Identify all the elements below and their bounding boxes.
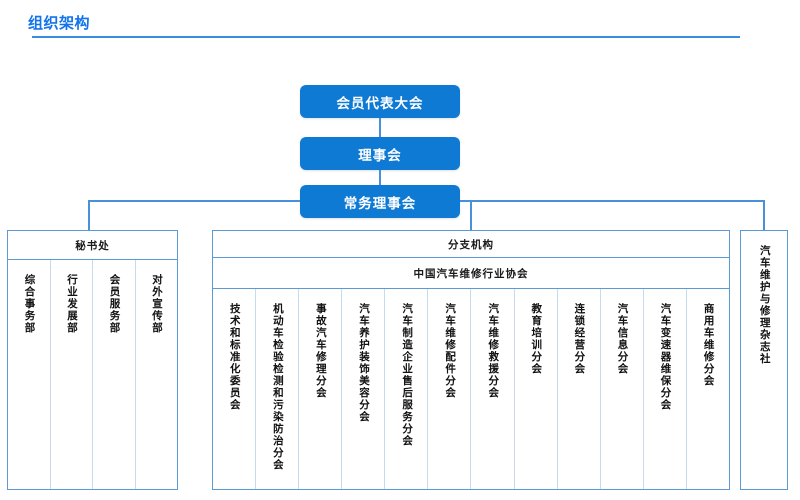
page-title: 组织架构 (28, 15, 91, 32)
branches-header: 分支机构 (213, 231, 729, 258)
branch-cell[interactable]: 汽车制造企业售后服务分会 (384, 289, 427, 489)
branch-cell[interactable]: 商用车维修分会 (685, 289, 729, 489)
magazine-body: 汽车维护与修理杂志社 (741, 231, 787, 489)
branch-cell[interactable]: 汽车维修配件分会 (427, 289, 470, 489)
branch-label: 连锁经营分会 (573, 303, 586, 375)
connector-council-standing (379, 170, 381, 185)
node-members-assembly[interactable]: 会员代表大会 (300, 85, 460, 118)
department-cell[interactable]: 对外宣传部 (134, 260, 178, 489)
department-label: 对外宣传部 (150, 274, 163, 334)
secretariat-departments: 综合事务部 行业发展部 会员服务部 对外宣传部 (8, 260, 177, 489)
branch-label: 教育培训分会 (530, 303, 543, 375)
secretariat-block: 秘书处 综合事务部 行业发展部 会员服务部 对外宣传部 (7, 230, 178, 490)
branch-label: 汽车信息分会 (616, 303, 629, 375)
branch-cell[interactable]: 机动车检验检测和污染防治分会 (255, 289, 298, 489)
magazine-label: 汽车维护与修理杂志社 (758, 245, 771, 365)
department-cell[interactable]: 综合事务部 (8, 260, 50, 489)
connector-drop-branches (470, 200, 472, 230)
node-council[interactable]: 理事会 (300, 137, 460, 170)
branch-label: 汽车制造企业售后服务分会 (401, 303, 414, 447)
branch-cell[interactable]: 教育培训分会 (513, 289, 557, 489)
branch-cell[interactable]: 汽车变速器维保分会 (642, 289, 686, 489)
department-cell[interactable]: 行业发展部 (49, 260, 93, 489)
department-label: 行业发展部 (65, 274, 78, 334)
department-label: 会员服务部 (108, 274, 121, 334)
branch-label: 汽车养护装饰美容分会 (357, 303, 370, 423)
branches-list: 技术和标准化委员会 机动车检验检测和污染防治分会 事故汽车修理分会 汽车养护装饰… (213, 289, 729, 489)
connector-assembly-council (379, 118, 381, 137)
department-cell[interactable]: 会员服务部 (92, 260, 135, 489)
branch-label: 机动车检验检测和污染防治分会 (271, 303, 284, 471)
branch-label: 汽车变速器维保分会 (659, 303, 672, 411)
branch-cell[interactable]: 事故汽车修理分会 (298, 289, 341, 489)
branch-label: 汽车维修配件分会 (444, 303, 457, 399)
branch-label: 商用车维修分会 (702, 303, 715, 387)
department-label: 综合事务部 (23, 274, 36, 334)
magazine-cell[interactable]: 汽车维护与修理杂志社 (741, 231, 787, 489)
branch-cell[interactable]: 汽车养护装饰美容分会 (341, 289, 384, 489)
branches-subheader: 中国汽车维修行业协会 (213, 258, 729, 289)
title-divider (32, 36, 740, 38)
branches-block: 分支机构 中国汽车维修行业协会 技术和标准化委员会 机动车检验检测和污染防治分会… (212, 230, 730, 490)
connector-drop-secretariat (88, 200, 90, 230)
connector-bus-right (460, 200, 763, 202)
node-standing-council[interactable]: 常务理事会 (300, 185, 460, 218)
connector-bus-left (88, 200, 300, 202)
branch-label: 事故汽车修理分会 (314, 303, 327, 399)
magazine-block: 汽车维护与修理杂志社 (740, 230, 788, 490)
connector-drop-magazine (763, 200, 765, 230)
branch-cell[interactable]: 汽车维修救援分会 (470, 289, 513, 489)
branch-cell[interactable]: 汽车信息分会 (599, 289, 643, 489)
branch-label: 汽车维修救援分会 (487, 303, 500, 399)
branch-cell[interactable]: 连锁经营分会 (556, 289, 600, 489)
secretariat-header: 秘书处 (8, 231, 177, 260)
branch-label: 技术和标准化委员会 (228, 303, 241, 411)
branch-cell[interactable]: 技术和标准化委员会 (213, 289, 255, 489)
